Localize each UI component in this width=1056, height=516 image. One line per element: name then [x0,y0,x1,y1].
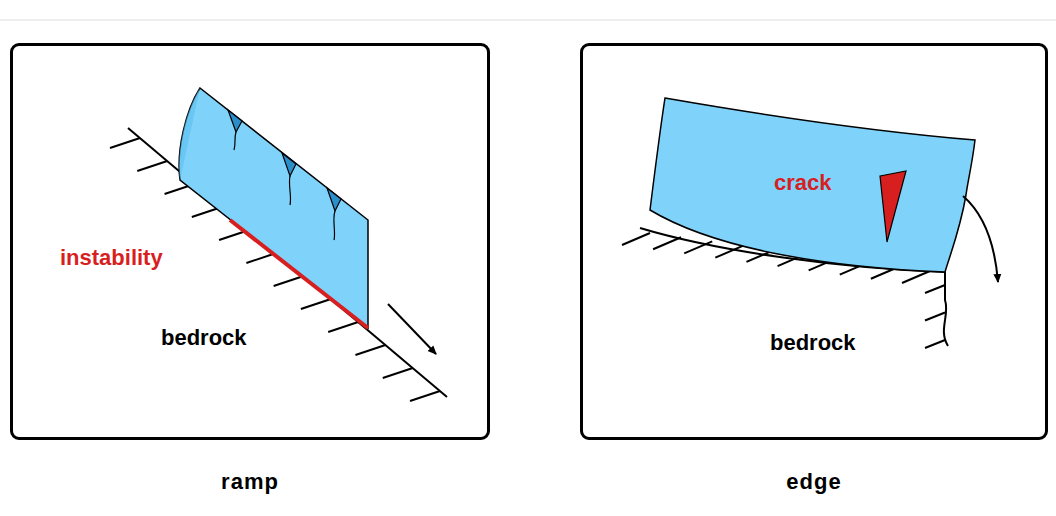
hatch-stroke [355,345,385,355]
top-rule [0,20,1056,21]
ice-sheet [179,88,368,328]
hatch-stroke [902,271,930,283]
hatch-stroke [137,161,167,171]
instability-label: instability [60,247,163,269]
bedrock-line [128,128,447,397]
hatch-stroke [328,322,358,332]
ice-shade [179,88,200,180]
hatch-stroke [925,285,945,293]
hatch-stroke [925,340,945,348]
hatch-stroke [110,138,140,148]
flow-arrow [388,304,436,354]
diagram-panel: instabilitybedrockramp [10,43,490,440]
instability-zone [230,220,368,328]
hatch-stroke [274,276,304,286]
crack-wedge [880,171,906,242]
panel-caption: edge [786,471,841,493]
hatch-stroke [653,237,681,249]
hatch-stroke [383,368,413,378]
bedrock-label: bedrock [770,332,856,354]
hatch-stroke [925,313,945,321]
crevasses [228,110,341,240]
hatch-stroke [410,391,440,401]
crack-label: crack [774,172,832,194]
panel-caption: ramp [221,471,279,493]
ice-sheet [650,98,975,272]
hatch-stroke [622,233,650,245]
calving-arrow [963,196,998,282]
hatch-stroke [301,299,331,309]
diagram-panel: crackbedrockedge [580,43,1048,440]
bedrock-label: bedrock [161,327,247,349]
